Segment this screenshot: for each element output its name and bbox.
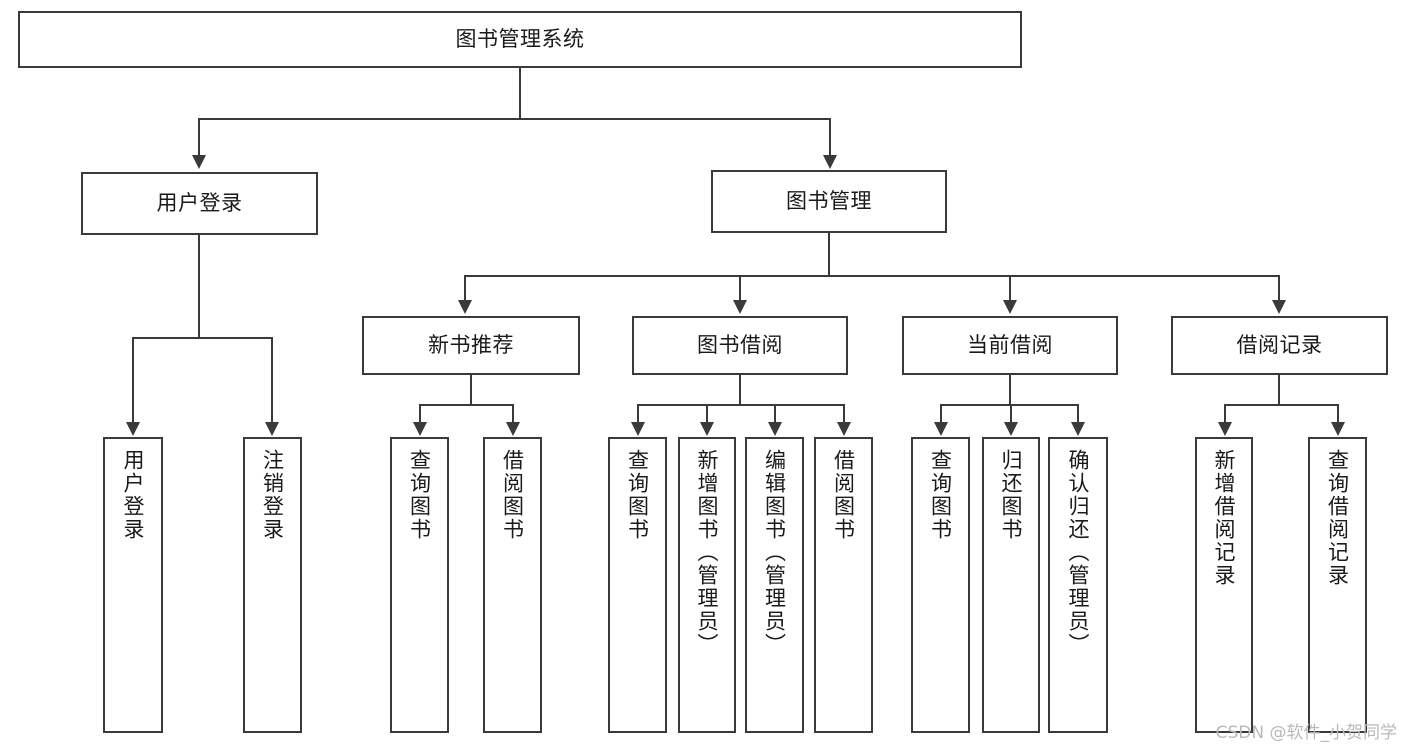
edge-to-leaf-query-book-3 <box>940 404 942 425</box>
edge-to-new-book-recommend <box>464 275 466 303</box>
arrowhead-book-borrow <box>733 300 747 314</box>
node-leaf-return-book-label: 归还图书 <box>999 449 1024 541</box>
node-current-borrow[interactable]: 当前借阅 <box>902 316 1118 375</box>
edge-borrow-record-bus <box>1224 404 1338 406</box>
node-book-manage[interactable]: 图书管理 <box>711 170 947 233</box>
node-leaf-borrow-book-1-label: 借阅图书 <box>500 449 525 541</box>
node-leaf-borrow-book-1[interactable]: 借阅图书 <box>483 437 542 733</box>
node-leaf-add-record[interactable]: 新增借阅记录 <box>1195 437 1253 733</box>
arrowhead-leaf-return-book <box>1004 422 1018 436</box>
node-leaf-query-book-2-label: 查询图书 <box>625 449 650 541</box>
edge-root-bus <box>198 118 830 120</box>
node-root-label: 图书管理系统 <box>455 27 585 52</box>
node-leaf-borrow-book-2[interactable]: 借阅图书 <box>814 437 873 733</box>
node-current-borrow-label: 当前借阅 <box>967 333 1053 358</box>
arrowhead-leaf-query-record <box>1331 422 1345 436</box>
edge-current-borrow-bus <box>940 404 1078 406</box>
node-book-borrow[interactable]: 图书借阅 <box>632 316 848 375</box>
node-book-manage-label: 图书管理 <box>786 189 872 214</box>
node-leaf-borrow-book-2-label: 借阅图书 <box>831 449 856 541</box>
arrowhead-leaf-query-book-3 <box>934 422 948 436</box>
edge-root-to-user-login <box>198 118 200 158</box>
edge-to-leaf-borrow-book-2 <box>843 404 845 425</box>
node-leaf-query-record[interactable]: 查询借阅记录 <box>1308 437 1367 733</box>
node-leaf-confirm-return-label: 确认归还（管理员） <box>1066 449 1091 656</box>
node-leaf-query-book-1[interactable]: 查询图书 <box>390 437 449 733</box>
node-borrow-record-label: 借阅记录 <box>1236 333 1323 358</box>
arrowhead-leaf-borrow-book-1 <box>506 422 520 436</box>
node-leaf-query-book-2[interactable]: 查询图书 <box>608 437 667 733</box>
node-leaf-add-book-label: 新增图书（管理员） <box>695 449 720 656</box>
edge-to-leaf-confirm-return <box>1077 404 1079 425</box>
edge-to-leaf-add-book <box>706 404 708 425</box>
node-leaf-logout[interactable]: 注销登录 <box>243 437 302 733</box>
node-book-borrow-label: 图书借阅 <box>697 333 783 358</box>
node-borrow-record[interactable]: 借阅记录 <box>1171 316 1388 375</box>
edge-book-borrow-bus <box>637 404 844 406</box>
edge-to-leaf-return-book <box>1010 404 1012 425</box>
node-leaf-query-book-3-label: 查询图书 <box>928 449 953 541</box>
arrowhead-leaf-add-record <box>1218 422 1232 436</box>
node-leaf-user-login-label: 用户登录 <box>121 449 146 541</box>
edge-to-book-borrow <box>739 275 741 303</box>
edge-to-borrow-record <box>1278 275 1280 303</box>
arrowhead-user-login <box>192 155 206 169</box>
arrowhead-leaf-borrow-book-2 <box>837 422 851 436</box>
edge-to-leaf-query-book-1 <box>419 404 421 425</box>
arrowhead-leaf-add-book <box>700 422 714 436</box>
node-leaf-add-book[interactable]: 新增图书（管理员） <box>678 437 736 733</box>
edge-to-leaf-query-record <box>1337 404 1339 425</box>
edge-root-stem <box>519 68 521 120</box>
node-leaf-confirm-return[interactable]: 确认归还（管理员） <box>1048 437 1108 733</box>
edge-to-leaf-borrow-book-1 <box>512 404 514 425</box>
edge-new-book-recommend-bus <box>419 404 513 406</box>
edge-book-borrow-stem <box>739 375 741 405</box>
edge-root-to-book-manage <box>829 118 831 158</box>
node-leaf-query-record-label: 查询借阅记录 <box>1325 449 1350 587</box>
edge-current-borrow-stem <box>1009 375 1011 405</box>
node-root[interactable]: 图书管理系统 <box>18 11 1022 68</box>
arrowhead-leaf-confirm-return <box>1071 422 1085 436</box>
arrowhead-current-borrow <box>1003 300 1017 314</box>
edge-to-leaf-edit-book <box>774 404 776 425</box>
arrowhead-leaf-edit-book <box>768 422 782 436</box>
arrowhead-leaf-user-login <box>126 422 140 436</box>
node-leaf-return-book[interactable]: 归还图书 <box>982 437 1040 733</box>
node-new-book-recommend-label: 新书推荐 <box>428 333 514 358</box>
node-leaf-query-book-1-label: 查询图书 <box>407 449 432 541</box>
node-leaf-logout-label: 注销登录 <box>260 449 285 541</box>
arrowhead-borrow-record <box>1272 300 1286 314</box>
arrowhead-book-manage <box>823 155 837 169</box>
node-user-login[interactable]: 用户登录 <box>81 172 318 235</box>
edge-new-book-recommend-stem <box>470 375 472 405</box>
node-leaf-user-login[interactable]: 用户登录 <box>103 437 163 733</box>
node-leaf-query-book-3[interactable]: 查询图书 <box>911 437 970 733</box>
arrowhead-leaf-query-book-1 <box>413 422 427 436</box>
node-user-login-label: 用户登录 <box>156 191 243 216</box>
edge-to-leaf-logout <box>271 337 273 425</box>
edge-to-leaf-add-record <box>1224 404 1226 425</box>
arrowhead-new-book-recommend <box>458 300 472 314</box>
arrowhead-leaf-query-book-2 <box>631 422 645 436</box>
edge-to-leaf-query-book-2 <box>637 404 639 425</box>
edge-user-login-bus <box>132 337 272 339</box>
edge-user-login-stem <box>198 235 200 339</box>
edge-borrow-record-stem <box>1278 375 1280 405</box>
node-leaf-edit-book-label: 编辑图书（管理员） <box>762 449 787 656</box>
edge-level3-bus <box>464 275 1280 277</box>
edge-book-manage-stem <box>828 233 830 275</box>
watermark-text: CSDN @软件_小贺同学 <box>1215 723 1397 743</box>
arrowhead-leaf-logout <box>265 422 279 436</box>
node-leaf-add-record-label: 新增借阅记录 <box>1212 449 1237 587</box>
edge-to-current-borrow <box>1009 275 1011 303</box>
node-leaf-edit-book[interactable]: 编辑图书（管理员） <box>745 437 804 733</box>
edge-to-leaf-user-login <box>132 337 134 425</box>
node-new-book-recommend[interactable]: 新书推荐 <box>362 316 580 375</box>
